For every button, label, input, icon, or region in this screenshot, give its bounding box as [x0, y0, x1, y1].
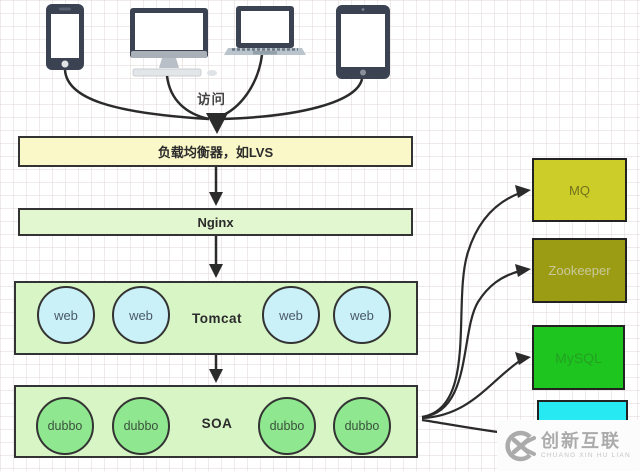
mq-box: MQ — [532, 158, 627, 222]
mysql-box: MySQL — [532, 325, 625, 390]
dubbo-node: dubbo — [36, 397, 94, 455]
watermark-logo-icon — [505, 430, 536, 461]
soa-label: SOA — [201, 416, 233, 431]
access-label: 访问 — [197, 92, 226, 107]
arrowhead-soa-to-mq — [515, 185, 531, 198]
arrow-soa-to-zookeeper — [421, 269, 521, 419]
web-node: web — [37, 286, 95, 344]
zookeeper-label: Zookeeper — [548, 263, 611, 278]
watermark-brand: 创新互联 — [541, 430, 621, 451]
web-node-label: web — [279, 307, 303, 323]
arrowhead-lvs-to-nginx — [209, 192, 223, 206]
web-node: web — [112, 286, 170, 344]
cord-phone — [63, 69, 210, 121]
dubbo-node-label: dubbo — [123, 419, 159, 433]
load-balancer-box: 负载均衡器，如LVS — [18, 136, 413, 167]
dubbo-node: dubbo — [258, 397, 316, 455]
arrow-soa-to-cache — [421, 418, 506, 435]
arrowhead-soa-to-zookeeper — [515, 264, 531, 277]
dubbo-node-label: dubbo — [47, 419, 83, 433]
load-balancer-label: 负载均衡器，如LVS — [157, 145, 274, 160]
desktop-icon — [130, 8, 217, 77]
watermark-romanized: CHUANG XIN HU LIAN — [541, 451, 631, 459]
laptop-icon — [224, 6, 306, 55]
web-node-label: web — [54, 307, 78, 323]
arrowhead-nginx-to-tomcat — [209, 264, 223, 278]
smartphone-icon — [46, 4, 84, 70]
mq-label: MQ — [569, 182, 590, 198]
nginx-box: Nginx — [18, 208, 413, 236]
mysql-label: MySQL — [555, 349, 602, 366]
arrow-soa-to-mysql — [421, 359, 522, 420]
web-node-label: web — [350, 307, 374, 323]
tomcat-label: Tomcat — [191, 311, 242, 326]
zookeeper-box: Zookeeper — [532, 238, 627, 303]
web-node: web — [333, 286, 391, 344]
dubbo-node-label: dubbo — [344, 419, 380, 433]
arrow-soa-to-mq — [421, 191, 521, 419]
dubbo-node: dubbo — [333, 397, 391, 455]
nginx-label: Nginx — [197, 214, 234, 230]
web-node-label: web — [129, 307, 153, 323]
dubbo-node-label: dubbo — [269, 419, 305, 433]
tablet-icon — [336, 5, 390, 79]
arrowhead-tomcat-to-soa — [209, 369, 223, 383]
watermark: 创新互联 CHUANG XIN HU LIAN — [497, 420, 640, 471]
arrowhead-soa-to-mysql — [515, 352, 531, 365]
arrowhead-devices-to-lvs — [206, 113, 228, 134]
web-node: web — [262, 286, 320, 344]
cord-desktop — [165, 75, 210, 121]
dubbo-node: dubbo — [112, 397, 170, 455]
cord-tablet — [219, 78, 364, 121]
